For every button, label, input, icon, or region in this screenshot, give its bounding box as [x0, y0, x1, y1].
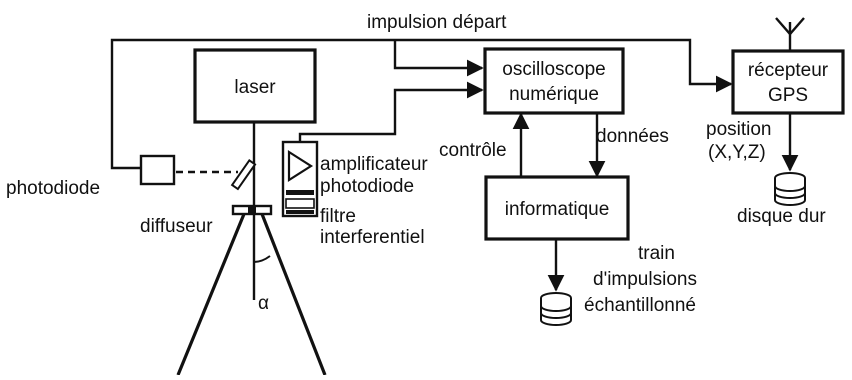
computer-label: informatique — [505, 199, 610, 220]
beam-splitter-icon — [230, 159, 257, 191]
amplifier-label-2: photodiode — [320, 176, 414, 197]
alpha-label: α — [258, 293, 269, 314]
photodiode-label: photodiode — [6, 178, 100, 199]
laser-box — [193, 48, 317, 124]
diffuser-center — [248, 206, 256, 214]
control-label: contrôle — [439, 140, 507, 161]
oscilloscope-label-1: oscilloscope — [502, 59, 606, 80]
gps-label-2: GPS — [768, 85, 808, 106]
photodiode-amplifier-icon — [281, 140, 319, 218]
gps-label-1: récepteur — [748, 60, 829, 81]
trigger-line — [110, 38, 733, 170]
oscilloscope-label-2: numérique — [509, 84, 599, 105]
filter-label-2: interferentiel — [320, 227, 425, 248]
photodiode-box — [139, 154, 176, 186]
tripod-leg-right — [260, 213, 327, 376]
amplifier-to-oscilloscope — [298, 81, 484, 142]
angle-arc — [253, 255, 271, 263]
disk-stack-icon — [774, 172, 806, 206]
disk-stack-icon — [540, 292, 572, 326]
gps-receiver-box — [731, 49, 845, 115]
top-label: impulsion départ — [367, 12, 507, 33]
diffuser-label: diffuseur — [140, 216, 213, 237]
oscilloscope-box — [483, 47, 625, 115]
data-label: données — [596, 126, 669, 147]
trigger-to-oscilloscope — [393, 40, 484, 77]
position-label-1: position — [706, 119, 772, 140]
train-label-1: train — [638, 243, 675, 264]
position-label-2: (X,Y,Z) — [708, 142, 766, 163]
amplifier-label-1: amplificateur — [320, 154, 428, 175]
tripod-leg-left — [176, 213, 246, 376]
train-label-2: d'impulsions — [593, 269, 697, 290]
filter-label-1: filtre — [320, 206, 356, 227]
computer-box — [484, 175, 630, 241]
train-label-3: échantillonné — [584, 295, 696, 316]
hard-disk-label: disque dur — [737, 206, 826, 227]
antenna-icon — [775, 17, 805, 36]
laser-label: laser — [234, 77, 276, 98]
